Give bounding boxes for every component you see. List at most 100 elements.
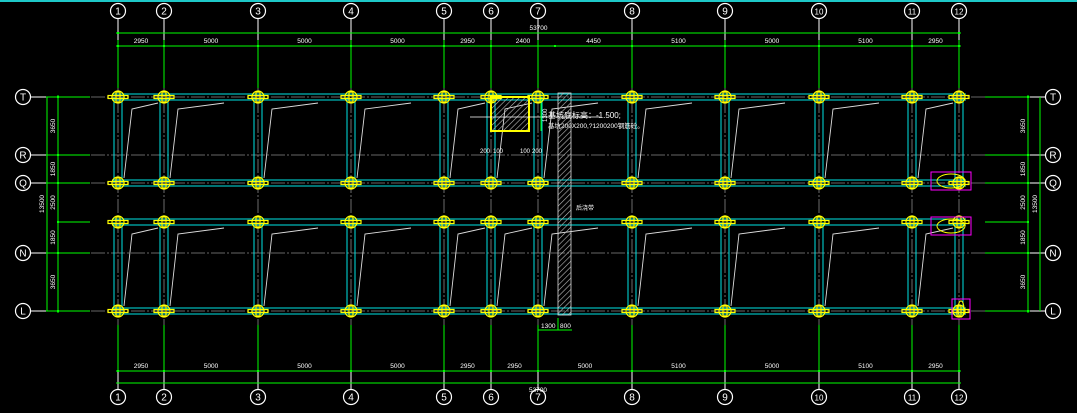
axis-top-6-label: 6 [488,7,494,18]
left-dim-total-text: 13500 [39,195,46,213]
column-footing [722,177,728,189]
column-circle [484,215,498,229]
column-footing [714,219,736,225]
column-circle [718,304,732,318]
bottom-dim-tick [537,370,539,372]
column-footing [714,180,736,186]
column-footing [161,91,167,103]
column-footing [808,94,830,100]
bay-diagonal [917,102,954,179]
bottom-dim-text: 5100 [671,363,686,370]
column-circle [484,304,498,318]
right-dim-text: 3650 [1020,274,1027,289]
column-footing [255,177,261,189]
column-footing [340,180,362,186]
axis-right-L-bubble [1044,302,1062,320]
top-total-dim-text: 53700 [529,25,547,32]
axis-bottom-6-label: 6 [488,393,494,404]
right-dim-text: 2500 [1020,195,1027,210]
axis-top-11-label: 11 [908,8,917,17]
column-circle [344,215,358,229]
top-dim-text: 5100 [671,38,686,45]
axis-top-5-bubble [435,2,453,20]
column-footing [621,308,643,314]
axis-bottom-3-bubble [249,388,267,406]
bay-diagonal [543,227,599,307]
right-dim-tick [1027,310,1029,312]
annotations: 基坑底标高：-1.500; 基坑200X200,?1200200钢筋砼。 后浇带… [480,108,644,330]
column-footing [527,94,549,100]
column-footing [480,219,502,225]
column-footing [255,305,261,317]
bottom-dim-tick [443,370,445,372]
bay-diagonal [123,102,159,179]
column-footing [808,308,830,314]
left-dim-tick [57,96,59,98]
bay-diagonal [449,102,486,179]
bottom-dim-tick [818,370,820,372]
axis-bottom-12-label: 12 [955,394,964,403]
column-footing [153,180,175,186]
column-circle [905,304,919,318]
axis-top-12-label: 12 [955,8,964,17]
bottom-dim-tick [163,370,165,372]
column-footing [808,180,830,186]
axis-top-10-label: 10 [815,8,824,17]
column-footing [722,91,728,103]
right-dim-text: 3650 [1020,118,1027,133]
note-line-2: 基坑200X200,?1200200钢筋砼。 [548,121,644,130]
bottom-dim-text: 2950 [460,363,475,370]
local-dim-2: 800 [560,323,571,330]
column-footing [441,177,447,189]
column-footing [956,91,962,103]
column-footing [255,216,261,228]
walls [112,92,966,316]
left-dim-text: 3650 [50,118,57,133]
axis-left-T-label: T [20,93,26,104]
column-circle [718,176,732,190]
column-circle [157,304,171,318]
right-dim-tick [1027,96,1029,98]
column-circle [531,90,545,104]
bay-diagonal [449,227,486,307]
column-circle [111,304,125,318]
column-circle [718,90,732,104]
bay-diagonal [543,102,599,179]
bottom-dim-text: 5000 [390,363,405,370]
column-circle [251,215,265,229]
axis-right-N-label: N [1049,249,1056,260]
bottom-dim-tick [257,370,259,372]
column-footing [161,216,167,228]
column-circle [157,90,171,104]
top-dim-text: 5000 [765,38,780,45]
axis-bottom-4-bubble [342,388,360,406]
column-footing [441,305,447,317]
column-footing [107,94,129,100]
column-circle [718,215,732,229]
top-dim-tick [257,45,259,47]
column-footing [816,216,822,228]
axis-top-2-label: 2 [161,7,167,18]
column-footing [909,216,915,228]
top-dim-text: 4450 [586,38,601,45]
axis-left-N-bubble [14,244,32,262]
column-circle [812,90,826,104]
column-footing [909,91,915,103]
column-footing [247,219,269,225]
right-dim-total-text: 13500 [1032,195,1039,213]
axis-left-L-bubble [14,302,32,320]
pit-dim-1: 200 [480,149,491,155]
column-footing [107,219,129,225]
left-dim-tick [57,221,59,223]
bay-diagonal [263,227,319,307]
column-footing [621,94,643,100]
axis-bottom-7-bubble [529,388,547,406]
axis-bottom-5-bubble [435,388,453,406]
bottom-dim-text: 2950 [134,363,149,370]
bottom-dim-text: 5100 [858,363,873,370]
bottom-dim-tick [724,370,726,372]
axis-left-R-bubble [14,146,32,164]
column-footing [340,308,362,314]
